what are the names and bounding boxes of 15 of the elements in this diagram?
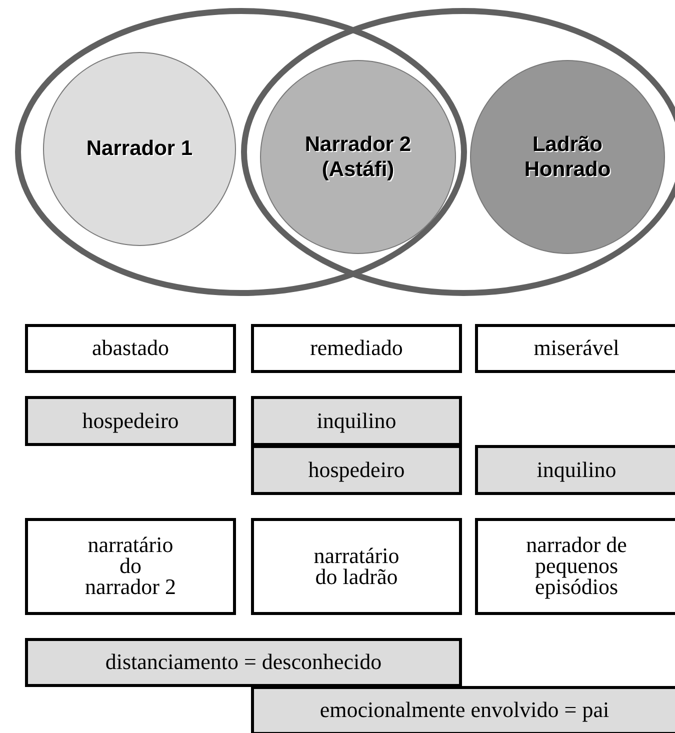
attribute-box: emocionalmente envolvido = pai — [251, 686, 675, 733]
character-circle: Narrador 2 (Astáfi) — [260, 60, 456, 254]
attribute-box: distanciamento = desconhecido — [25, 638, 462, 687]
character-circle: Narrador 1 — [43, 52, 236, 246]
attribute-box: inquilino — [251, 396, 462, 446]
attribute-box: miserável — [475, 324, 675, 373]
character-circle: Ladrão Honrado — [470, 60, 665, 254]
attribute-box: hospedeiro — [251, 445, 462, 495]
attribute-box: narratário do ladrão — [251, 518, 462, 615]
attribute-box: narrador de pequenos episódios — [475, 518, 675, 615]
attribute-box: inquilino — [475, 445, 675, 495]
attribute-box: hospedeiro — [25, 396, 236, 446]
attribute-box: remediado — [251, 324, 462, 373]
attribute-box: narratário do narrador 2 — [25, 518, 236, 615]
attribute-box: abastado — [25, 324, 236, 373]
